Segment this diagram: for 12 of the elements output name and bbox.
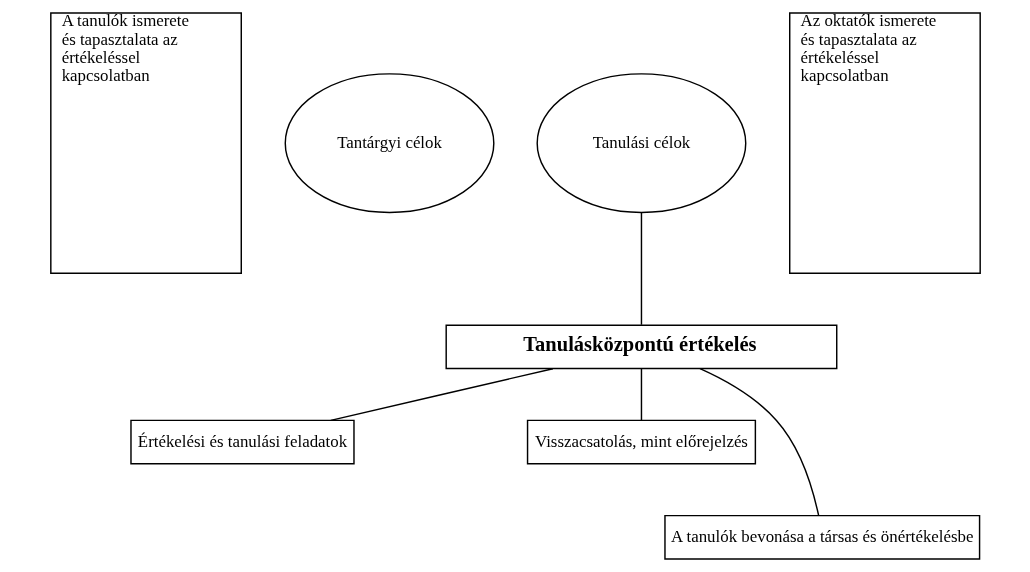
connector [329,367,554,422]
node-box: Értékelési és tanulási feladatok [129,419,355,465]
connector [640,211,642,326]
node-box: Visszacsatolás, mint előrejelzés [526,419,756,465]
node-box: Tanulásközpontú értékelés [444,324,837,370]
node-ellipse: Tantárgyi célok [284,73,495,214]
node-box: Az oktatók ismerete és tapasztalata az értékeléssel kapcsolatban [788,12,981,275]
node-box: A tanulók bevonása a társas és önértékelésbe [663,514,980,560]
connector [698,367,819,517]
node-ellipse: Tanulási célok [535,73,746,214]
node-box: A tanulók ismerete és tapasztalata az értékeléssel kapcsolatban [49,12,242,275]
connector [640,367,642,422]
